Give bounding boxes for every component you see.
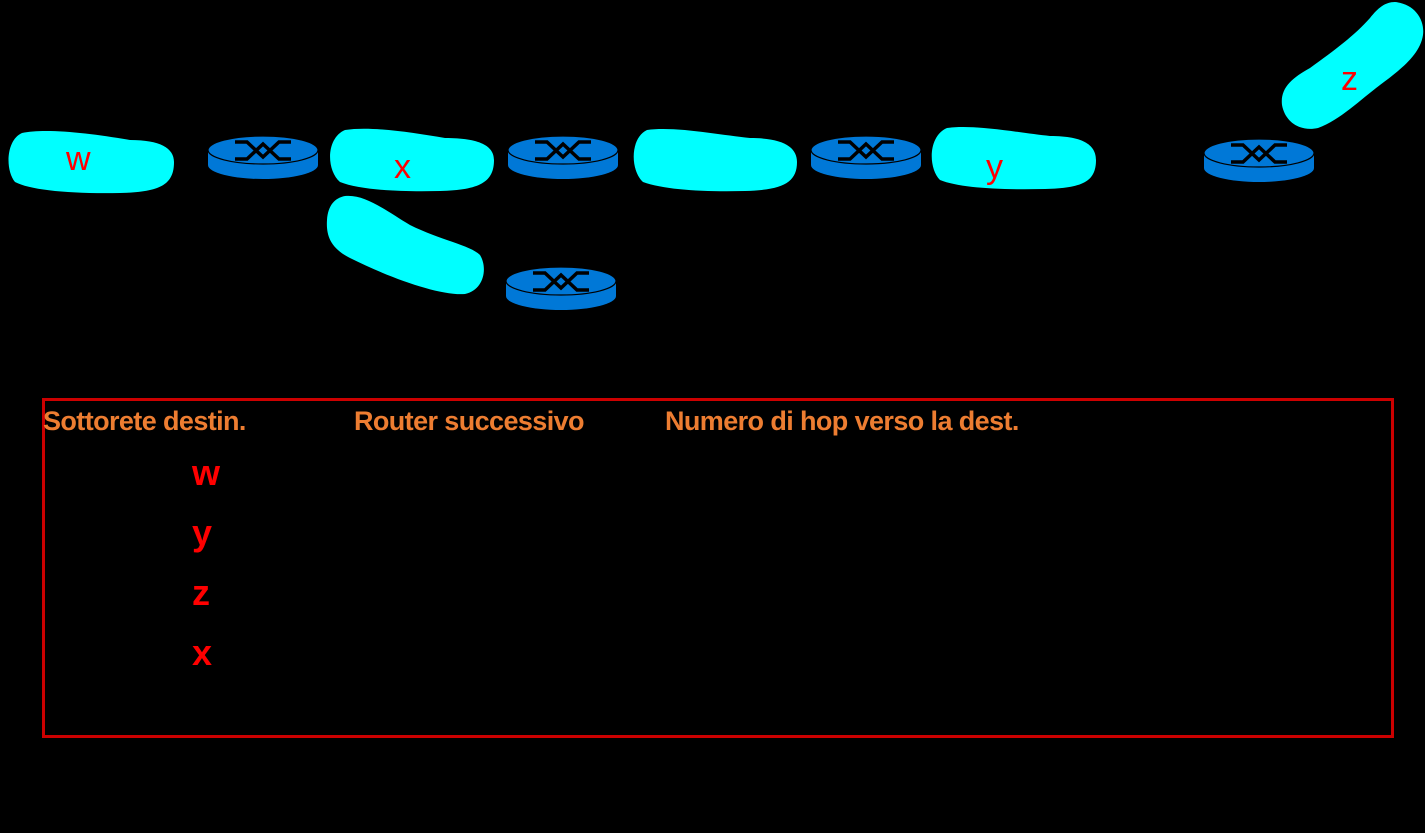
router-icon[interactable] — [207, 133, 319, 183]
column-header-next-router: Router successivo — [354, 406, 585, 436]
subnet-y-blob — [931, 126, 1096, 190]
table-row-destination: z — [192, 572, 210, 613]
subnet-mid-blob — [633, 128, 797, 192]
table-row-destination: x — [192, 632, 213, 673]
router-icon[interactable] — [1203, 136, 1315, 186]
router-icon[interactable] — [507, 133, 619, 183]
column-header-destination: Sottorete destin. — [43, 406, 246, 436]
subnet-x-label: x — [394, 148, 411, 186]
subnet-w-blob — [8, 130, 174, 194]
table-row-destination: y — [192, 512, 213, 553]
table-row-destination: w — [192, 452, 221, 493]
router-icon[interactable] — [505, 264, 617, 314]
router-icon[interactable] — [810, 133, 922, 183]
routing-table — [42, 398, 1394, 738]
subnet-z-blob — [1281, 2, 1424, 129]
subnet-x-blob — [330, 128, 494, 192]
column-header-hops: Numero di hop verso la dest. — [665, 406, 1019, 436]
subnet-w-label: w — [66, 140, 91, 178]
subnet-z-label: z — [1341, 60, 1358, 98]
subnet-y-label: y — [986, 148, 1003, 186]
subnet-lower-blob — [326, 195, 484, 295]
